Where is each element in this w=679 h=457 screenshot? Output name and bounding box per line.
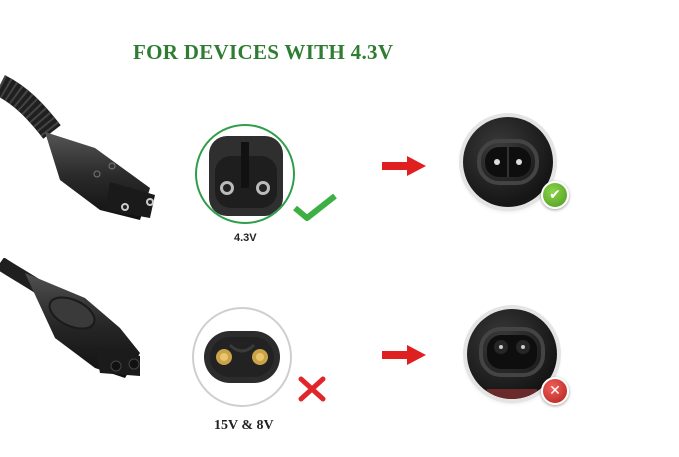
plug-closeup-15v-8v	[192, 307, 292, 407]
plug-closeup-4-3v	[195, 124, 295, 224]
arrow-right-icon	[382, 345, 426, 365]
check-badge-icon: ✔	[541, 181, 569, 209]
device-socket-incompatible	[467, 309, 557, 399]
cross-icon	[298, 376, 326, 402]
plug-voltage-label: 4.3V	[234, 232, 257, 244]
cable-4-3v-image	[0, 75, 155, 220]
page-title: FOR DEVICES WITH 4.3V	[133, 40, 394, 64]
checkmark-icon	[293, 193, 337, 221]
plug-voltage-label: 15V & 8V	[214, 418, 274, 433]
cross-badge-icon: ✕	[541, 377, 569, 405]
arrow-right-icon	[382, 156, 426, 176]
device-socket-compatible	[463, 117, 553, 207]
cable-15v-8v-image	[0, 258, 140, 378]
